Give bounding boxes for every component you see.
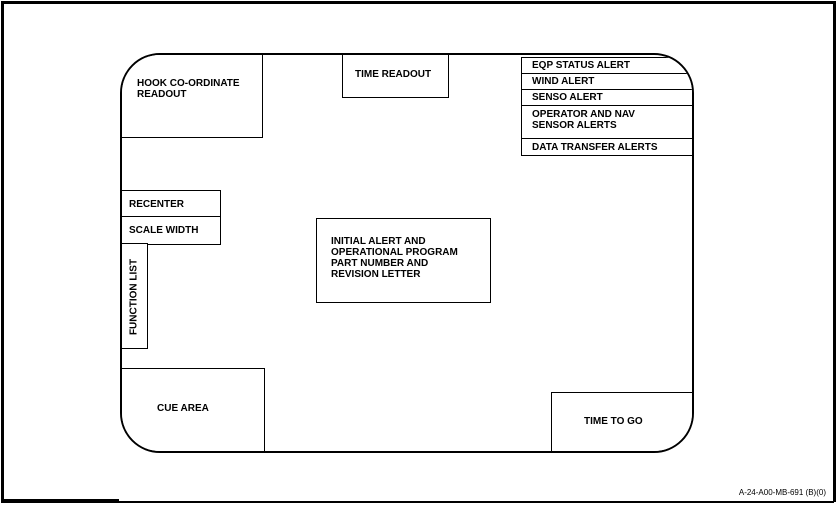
alert-operator-nav: OPERATOR AND NAV SENSOR ALERTS	[521, 105, 692, 139]
time-to-go-label: TIME TO GO	[584, 416, 643, 427]
alert-senso: SENSO ALERT	[521, 89, 692, 106]
alert-label: SENSO ALERT	[532, 92, 603, 103]
time-to-go: TIME TO GO	[551, 392, 692, 451]
scale-width-button[interactable]: SCALE WIDTH	[122, 216, 221, 245]
hook-readout-label: HOOK CO-ORDINATE READOUT	[137, 78, 240, 100]
alert-eqp-status: EQP STATUS ALERT	[521, 57, 692, 74]
recenter-label: RECENTER	[129, 199, 185, 210]
time-readout: TIME READOUT	[342, 55, 449, 98]
alert-label: WIND ALERT	[532, 76, 595, 87]
hook-coordinate-readout: HOOK CO-ORDINATE READOUT	[122, 55, 263, 138]
alert-label: DATA TRANSFER ALERTS	[532, 142, 658, 153]
cue-area: CUE AREA	[122, 368, 265, 451]
figure-id: A-24-A00-MB-691 (B)(0)	[738, 488, 826, 497]
function-list[interactable]: FUNCTION LIST	[122, 243, 148, 349]
alert-label: EQP STATUS ALERT	[532, 60, 630, 71]
cue-area-label: CUE AREA	[157, 403, 209, 414]
scale-width-label: SCALE WIDTH	[129, 225, 199, 236]
initial-alert-box: INITIAL ALERT AND OPERATIONAL PROGRAM PA…	[316, 218, 491, 303]
display-screen: HOOK CO-ORDINATE READOUT TIME READOUT EQ…	[120, 53, 694, 453]
alert-data-transfer: DATA TRANSFER ALERTS	[521, 138, 692, 156]
alert-wind: WIND ALERT	[521, 73, 692, 90]
time-readout-label: TIME READOUT	[355, 69, 432, 80]
frame-bottom-edge	[1, 499, 119, 503]
initial-alert-label: INITIAL ALERT AND OPERATIONAL PROGRAM PA…	[331, 236, 458, 280]
frame-bottom-edge	[119, 501, 834, 503]
recenter-button[interactable]: RECENTER	[122, 190, 221, 218]
alert-label: OPERATOR AND NAV SENSOR ALERTS	[532, 109, 635, 131]
function-list-label: FUNCTION LIST	[128, 258, 140, 336]
